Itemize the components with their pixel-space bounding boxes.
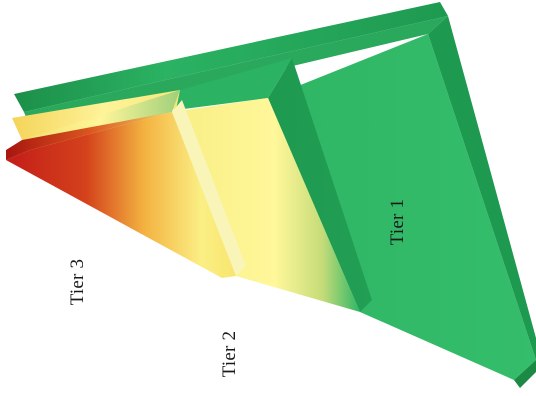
tier-2-face [172, 98, 360, 312]
tier-1-label: Tier 1 [387, 198, 408, 246]
tier-3-face [6, 112, 236, 278]
tier-3-label: Tier 3 [67, 258, 88, 306]
tier-2-label: Tier 2 [219, 330, 240, 378]
tier-1-face [268, 34, 536, 380]
tier-1-bottom-edge [514, 360, 536, 388]
tier-1-step-top [176, 58, 292, 110]
tier-1-step-edge [268, 58, 372, 312]
tier-2-step-edge [172, 100, 246, 276]
tier-1-front-edge [428, 16, 536, 360]
top-band [14, 2, 448, 112]
